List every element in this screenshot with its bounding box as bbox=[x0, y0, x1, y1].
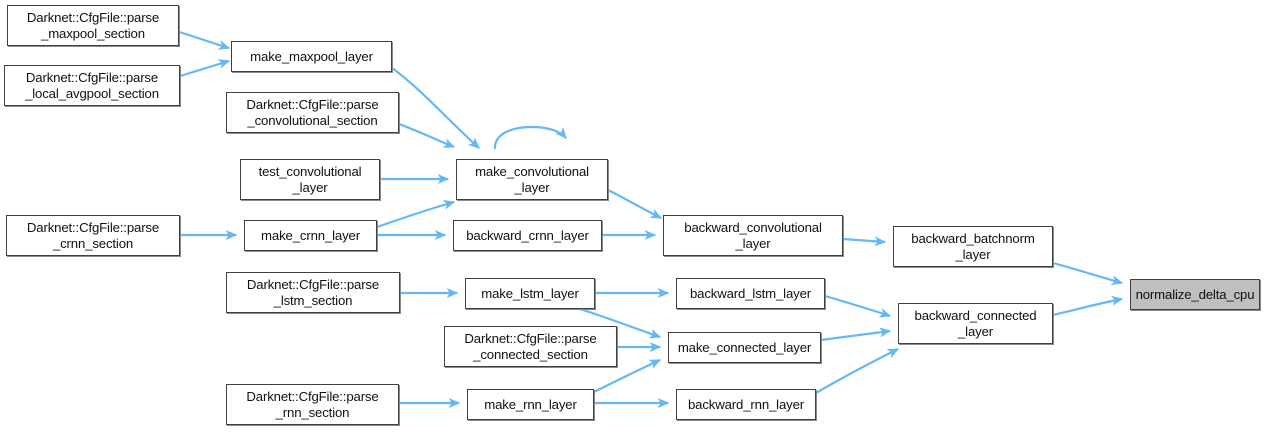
edge-backward_lstm_layer-to-backward_connected_layer bbox=[824, 294, 892, 318]
graph-node-parse_convolutional_section[interactable]: Darknet::CfgFile::parse _convolutional_s… bbox=[226, 92, 399, 133]
graph-node-make_connected_layer[interactable]: make_connected_layer bbox=[668, 332, 821, 363]
graph-node-parse_local_avgpool_section[interactable]: Darknet::CfgFile::parse _local_avgpool_s… bbox=[4, 65, 180, 106]
edge-parse_local_avgpool_section-to-make_maxpool_layer bbox=[179, 59, 231, 78]
graph-node-backward_crnn_layer[interactable]: backward_crnn_layer bbox=[453, 220, 602, 251]
edge-make_connected_layer-to-backward_connected_layer bbox=[820, 327, 892, 342]
edge-make_maxpool_layer-to-make_convolutional_layer bbox=[391, 67, 480, 149]
graph-node-backward_connected_layer[interactable]: backward_connected _layer bbox=[898, 303, 1053, 344]
graph-node-backward_rnn_layer[interactable]: backward_rnn_layer bbox=[676, 389, 816, 420]
graph-node-parse_crnn_section[interactable]: Darknet::CfgFile::parse _crnn_section bbox=[6, 215, 180, 256]
edge-backward_connected_layer-to-normalize_delta_cpu bbox=[1052, 295, 1124, 317]
graph-node-parse_maxpool_section[interactable]: Darknet::CfgFile::parse _maxpool_section bbox=[7, 5, 179, 46]
graph-node-backward_batchnorm_layer[interactable]: backward_batchnorm _layer bbox=[893, 226, 1053, 267]
graph-node-parse_connected_section[interactable]: Darknet::CfgFile::parse _connected_secti… bbox=[444, 326, 617, 367]
graph-node-parse_lstm_section[interactable]: Darknet::CfgFile::parse _lstm_section bbox=[226, 272, 400, 313]
edge-parse_convolutional_section-to-make_convolutional_layer bbox=[398, 122, 456, 149]
graph-node-make_rnn_layer[interactable]: make_rnn_layer bbox=[467, 389, 594, 420]
graph-node-make_lstm_layer[interactable]: make_lstm_layer bbox=[465, 278, 595, 309]
graph-node-test_convolutional_layer[interactable]: test_convolutional _layer bbox=[240, 159, 380, 200]
graph-node-make_convolutional_layer[interactable]: make_convolutional _layer bbox=[456, 159, 608, 200]
edge-backward_batchnorm_layer-to-normalize_delta_cpu bbox=[1052, 261, 1124, 286]
graph-node-normalize_delta_cpu[interactable]: normalize_delta_cpu bbox=[1130, 279, 1260, 310]
graph-node-make_maxpool_layer[interactable]: make_maxpool_layer bbox=[231, 41, 392, 72]
edge-backward_rnn_layer-to-backward_connected_layer bbox=[815, 348, 900, 394]
edge-make_crnn_layer-to-make_convolutional_layer bbox=[376, 199, 456, 229]
edge-backward_convolutional_layer-to-backward_batchnorm_layer bbox=[842, 236, 887, 247]
graph-node-backward_lstm_layer[interactable]: backward_lstm_layer bbox=[676, 278, 825, 309]
graph-node-make_crnn_layer[interactable]: make_crnn_layer bbox=[244, 220, 377, 251]
graph-node-backward_convolutional_layer[interactable]: backward_convolutional _layer bbox=[663, 215, 843, 256]
edge-parse_maxpool_section-to-make_maxpool_layer bbox=[178, 30, 231, 50]
edge-make_convolutional_layer-to-backward_convolutional_layer bbox=[607, 189, 663, 219]
graph-node-parse_rnn_section[interactable]: Darknet::CfgFile::parse _rnn_section bbox=[226, 384, 399, 425]
edge-make_convolutional_layer-to-make_convolutional_layer bbox=[493, 125, 567, 150]
